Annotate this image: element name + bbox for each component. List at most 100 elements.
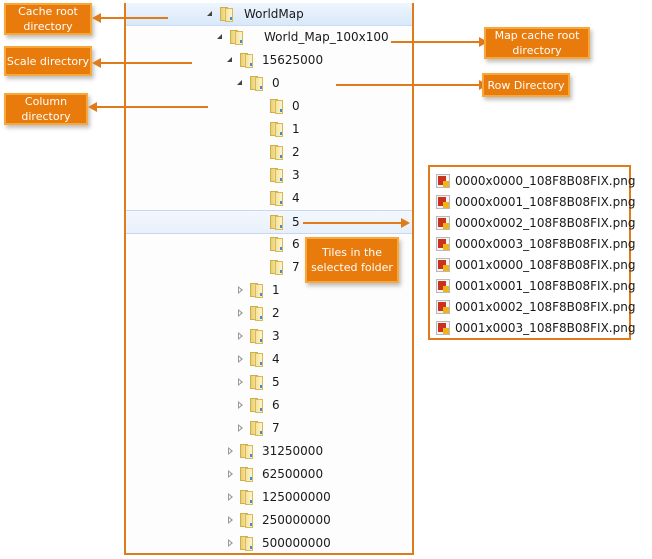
file-item[interactable]: 0000x0000_108F8B08FIX.png [436, 171, 635, 191]
folder-icon [230, 29, 244, 45]
callout-map-cache-root-text: Map cache root directory [494, 29, 580, 57]
arrow-head-column [88, 102, 97, 112]
collapse-arrow-icon[interactable] [226, 466, 236, 482]
tree-row[interactable]: 6 [126, 394, 412, 416]
arrow-head-cache-root [92, 13, 101, 23]
tree-node: 2 [256, 144, 300, 160]
tree-node-label: 125000000 [262, 490, 331, 504]
file-item[interactable]: 0001x0003_108F8B08FIX.png [436, 318, 635, 338]
collapse-arrow-icon[interactable] [226, 512, 236, 528]
tree-node: 4 [256, 190, 300, 206]
tree-row[interactable]: 5 [126, 371, 412, 393]
callout-scale-text: Scale directory [6, 54, 90, 68]
expand-arrow-icon[interactable] [216, 29, 226, 45]
folder-icon [270, 167, 284, 183]
file-name: 0001x0002_108F8B08FIX.png [455, 300, 636, 314]
tree-node: 3 [256, 167, 300, 183]
collapse-arrow-icon[interactable] [236, 351, 246, 367]
tree-node-label: 5 [272, 375, 280, 389]
arrow-head-tiles [401, 218, 410, 228]
folder-icon [250, 305, 264, 321]
tree-node: 15625000 [226, 52, 323, 68]
tree-node-label: 6 [292, 237, 300, 251]
arrow-column [96, 106, 208, 108]
tree-row[interactable]: 0 [126, 72, 412, 94]
tree-row[interactable]: 1 [126, 279, 412, 301]
collapse-arrow-icon[interactable] [236, 397, 246, 413]
collapse-arrow-icon[interactable] [236, 420, 246, 436]
tree-node-label: 7 [272, 421, 280, 435]
file-item[interactable]: 0001x0001_108F8B08FIX.png [436, 276, 635, 296]
file-name: 0001x0003_108F8B08FIX.png [455, 321, 636, 335]
tile-file-list: 0000x0000_108F8B08FIX.png 0000x0001_108F8… [428, 165, 635, 340]
tree-node-label: 31250000 [262, 444, 324, 458]
tree-node-label: 62500000 [262, 467, 324, 481]
tree-row[interactable]: 500000000 [126, 532, 412, 554]
png-image-icon [436, 237, 450, 251]
expand-arrow-icon[interactable] [236, 75, 246, 91]
tree-row[interactable]: 2 [126, 302, 412, 324]
callout-cache-root-text: Cache root directory [18, 5, 78, 33]
file-item[interactable]: 0001x0000_108F8B08FIX.png [436, 255, 635, 275]
tree-node-label: 3 [292, 168, 300, 182]
tree-row[interactable]: World_Map_100x100 [126, 26, 412, 48]
tree-node: 1 [236, 282, 280, 298]
file-name: 0000x0002_108F8B08FIX.png [455, 216, 636, 230]
tree-row[interactable]: 0 [126, 95, 412, 117]
tree-row[interactable]: 2 [126, 141, 412, 163]
arrow-head-scale [92, 58, 101, 68]
expand-arrow-icon[interactable] [226, 52, 236, 68]
arrow-scale [100, 62, 192, 64]
tree-node-label: 2 [272, 306, 280, 320]
png-image-icon [436, 300, 450, 314]
tree-node: 31250000 [226, 443, 323, 459]
collapse-arrow-icon[interactable] [236, 328, 246, 344]
folder-icon [240, 535, 254, 551]
arrow-head-map-cache-root [479, 37, 488, 47]
folder-icon [270, 121, 284, 137]
tree-row[interactable]: 3 [126, 164, 412, 186]
tree-row[interactable]: 4 [126, 187, 412, 209]
file-item[interactable]: 0001x0002_108F8B08FIX.png [436, 297, 635, 317]
tree-node: 500000000 [226, 535, 331, 551]
folder-icon [270, 214, 284, 230]
tree-row[interactable]: 15625000 [126, 49, 412, 71]
folder-icon [270, 190, 284, 206]
file-name: 0000x0000_108F8B08FIX.png [455, 174, 636, 188]
tree-node-label: 4 [272, 352, 280, 366]
collapse-arrow-icon[interactable] [236, 282, 246, 298]
tree-node-label: 2 [292, 145, 300, 159]
tree-node: 62500000 [226, 466, 323, 482]
collapse-arrow-icon[interactable] [226, 535, 236, 551]
tree-row[interactable]: WorldMap [126, 3, 412, 26]
tree-row[interactable]: 3 [126, 325, 412, 347]
tree-row[interactable]: 125000000 [126, 486, 412, 508]
tree-node: 2 [236, 305, 280, 321]
tree-node-label: 3 [272, 329, 280, 343]
callout-row-text: Row Directory [487, 78, 565, 92]
collapse-arrow-icon[interactable] [226, 489, 236, 505]
tree-row[interactable]: 4 [126, 348, 412, 370]
tree-row[interactable]: 31250000 [126, 440, 412, 462]
tree-node: 3 [236, 328, 280, 344]
expand-arrow-icon[interactable] [206, 6, 216, 22]
tree-row[interactable]: 250000000 [126, 509, 412, 531]
tree-row[interactable]: 62500000 [126, 463, 412, 485]
callout-map-cache-root: Map cache root directory [484, 27, 590, 59]
collapse-arrow-icon[interactable] [236, 374, 246, 390]
tree-node: 6 [256, 236, 300, 252]
callout-column: Column directory [4, 93, 88, 125]
tree-row[interactable]: 7 [126, 417, 412, 439]
collapse-arrow-icon[interactable] [236, 305, 246, 321]
collapse-arrow-icon[interactable] [226, 443, 236, 459]
tree-row[interactable]: 7 [126, 256, 412, 278]
file-item[interactable]: 0000x0003_108F8B08FIX.png [436, 234, 635, 254]
tree-node-label: 1 [272, 283, 280, 297]
folder-icon [270, 98, 284, 114]
file-item[interactable]: 0000x0002_108F8B08FIX.png [436, 213, 635, 233]
tree-node: 6 [236, 397, 280, 413]
file-item[interactable]: 0000x0001_108F8B08FIX.png [436, 192, 635, 212]
tree-row[interactable]: 6 [126, 233, 412, 255]
tree-row[interactable]: 1 [126, 118, 412, 140]
folder-icon [240, 52, 254, 68]
